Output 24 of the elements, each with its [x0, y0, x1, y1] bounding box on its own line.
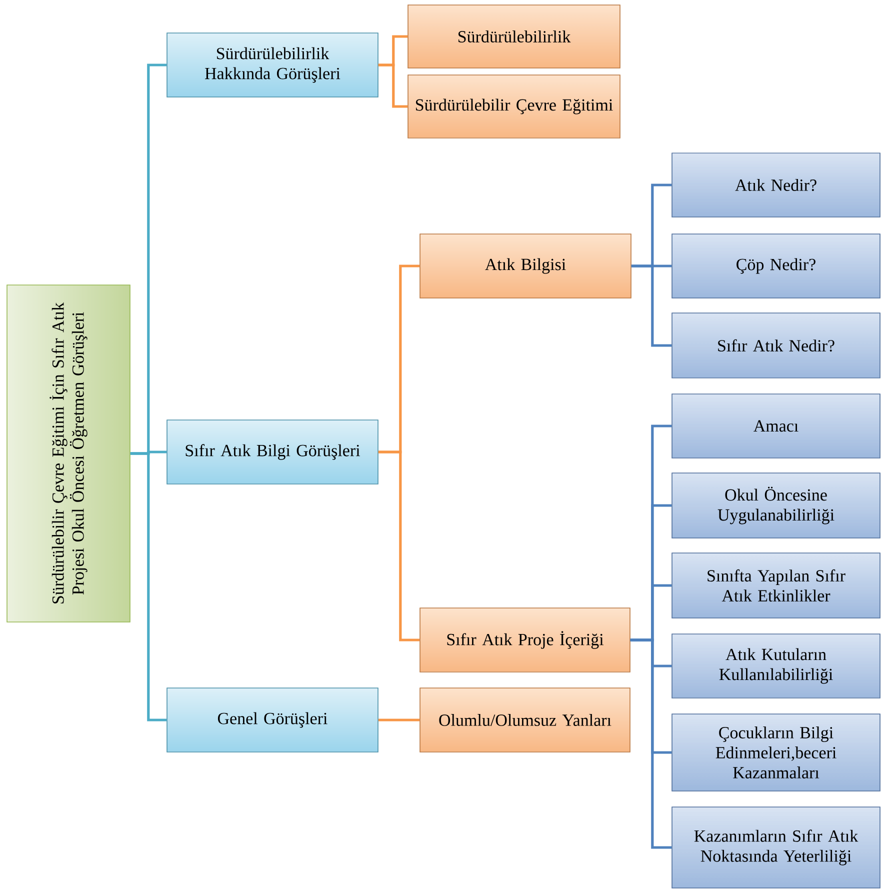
subcategory-box: Sürdürülebilirlik [408, 4, 620, 68]
connector [631, 264, 672, 347]
category-box: Sürdürülebilirlik Hakkında Görüşleri [166, 32, 378, 98]
item-box: Atık Nedir? [672, 152, 880, 218]
subcategory-box: Sürdürülebilir Çevre Eğitimi [408, 74, 620, 138]
connector [378, 450, 420, 642]
item-box: Sınıfta Yapılan Sıfır Atık Etkinlikler [672, 552, 880, 618]
item-box: Çocukların Bilgi Edinmeleri,beceri Kazanmaları [672, 714, 880, 792]
connector [630, 638, 672, 849]
subcategory-box: Olumlu/Olumsuz Yanları [420, 688, 630, 752]
subcategory-box: Sıfır Atık Proje İçeriği [420, 608, 630, 672]
item-box: Çöp Nedir? [672, 234, 880, 298]
item-box: Kazanımların Sıfır Atık Noktasında Yeterliliği [672, 806, 880, 888]
item-box: Amacı [672, 394, 880, 458]
connector [378, 718, 420, 722]
category-box: Genel Görüşleri [166, 688, 378, 752]
subcategory-box: Atık Bilgisi [420, 234, 632, 298]
item-box: Sıfır Atık Nedir? [672, 312, 880, 378]
item-box: Okul Öncesine Uygulanabilirliği [672, 472, 880, 538]
item-box: Atık Kutuların Kullanılabilirliği [672, 634, 880, 698]
connector [378, 64, 408, 108]
category-box: Sıfır Atık Bilgi Görüşleri [166, 420, 378, 484]
connector [130, 452, 167, 722]
root-box: Sürdürülebilir Çevre Eğitimi İçin Sıfır Atık Projesi Okul Öncesi Öğretmen Görüşleri [6, 284, 130, 622]
